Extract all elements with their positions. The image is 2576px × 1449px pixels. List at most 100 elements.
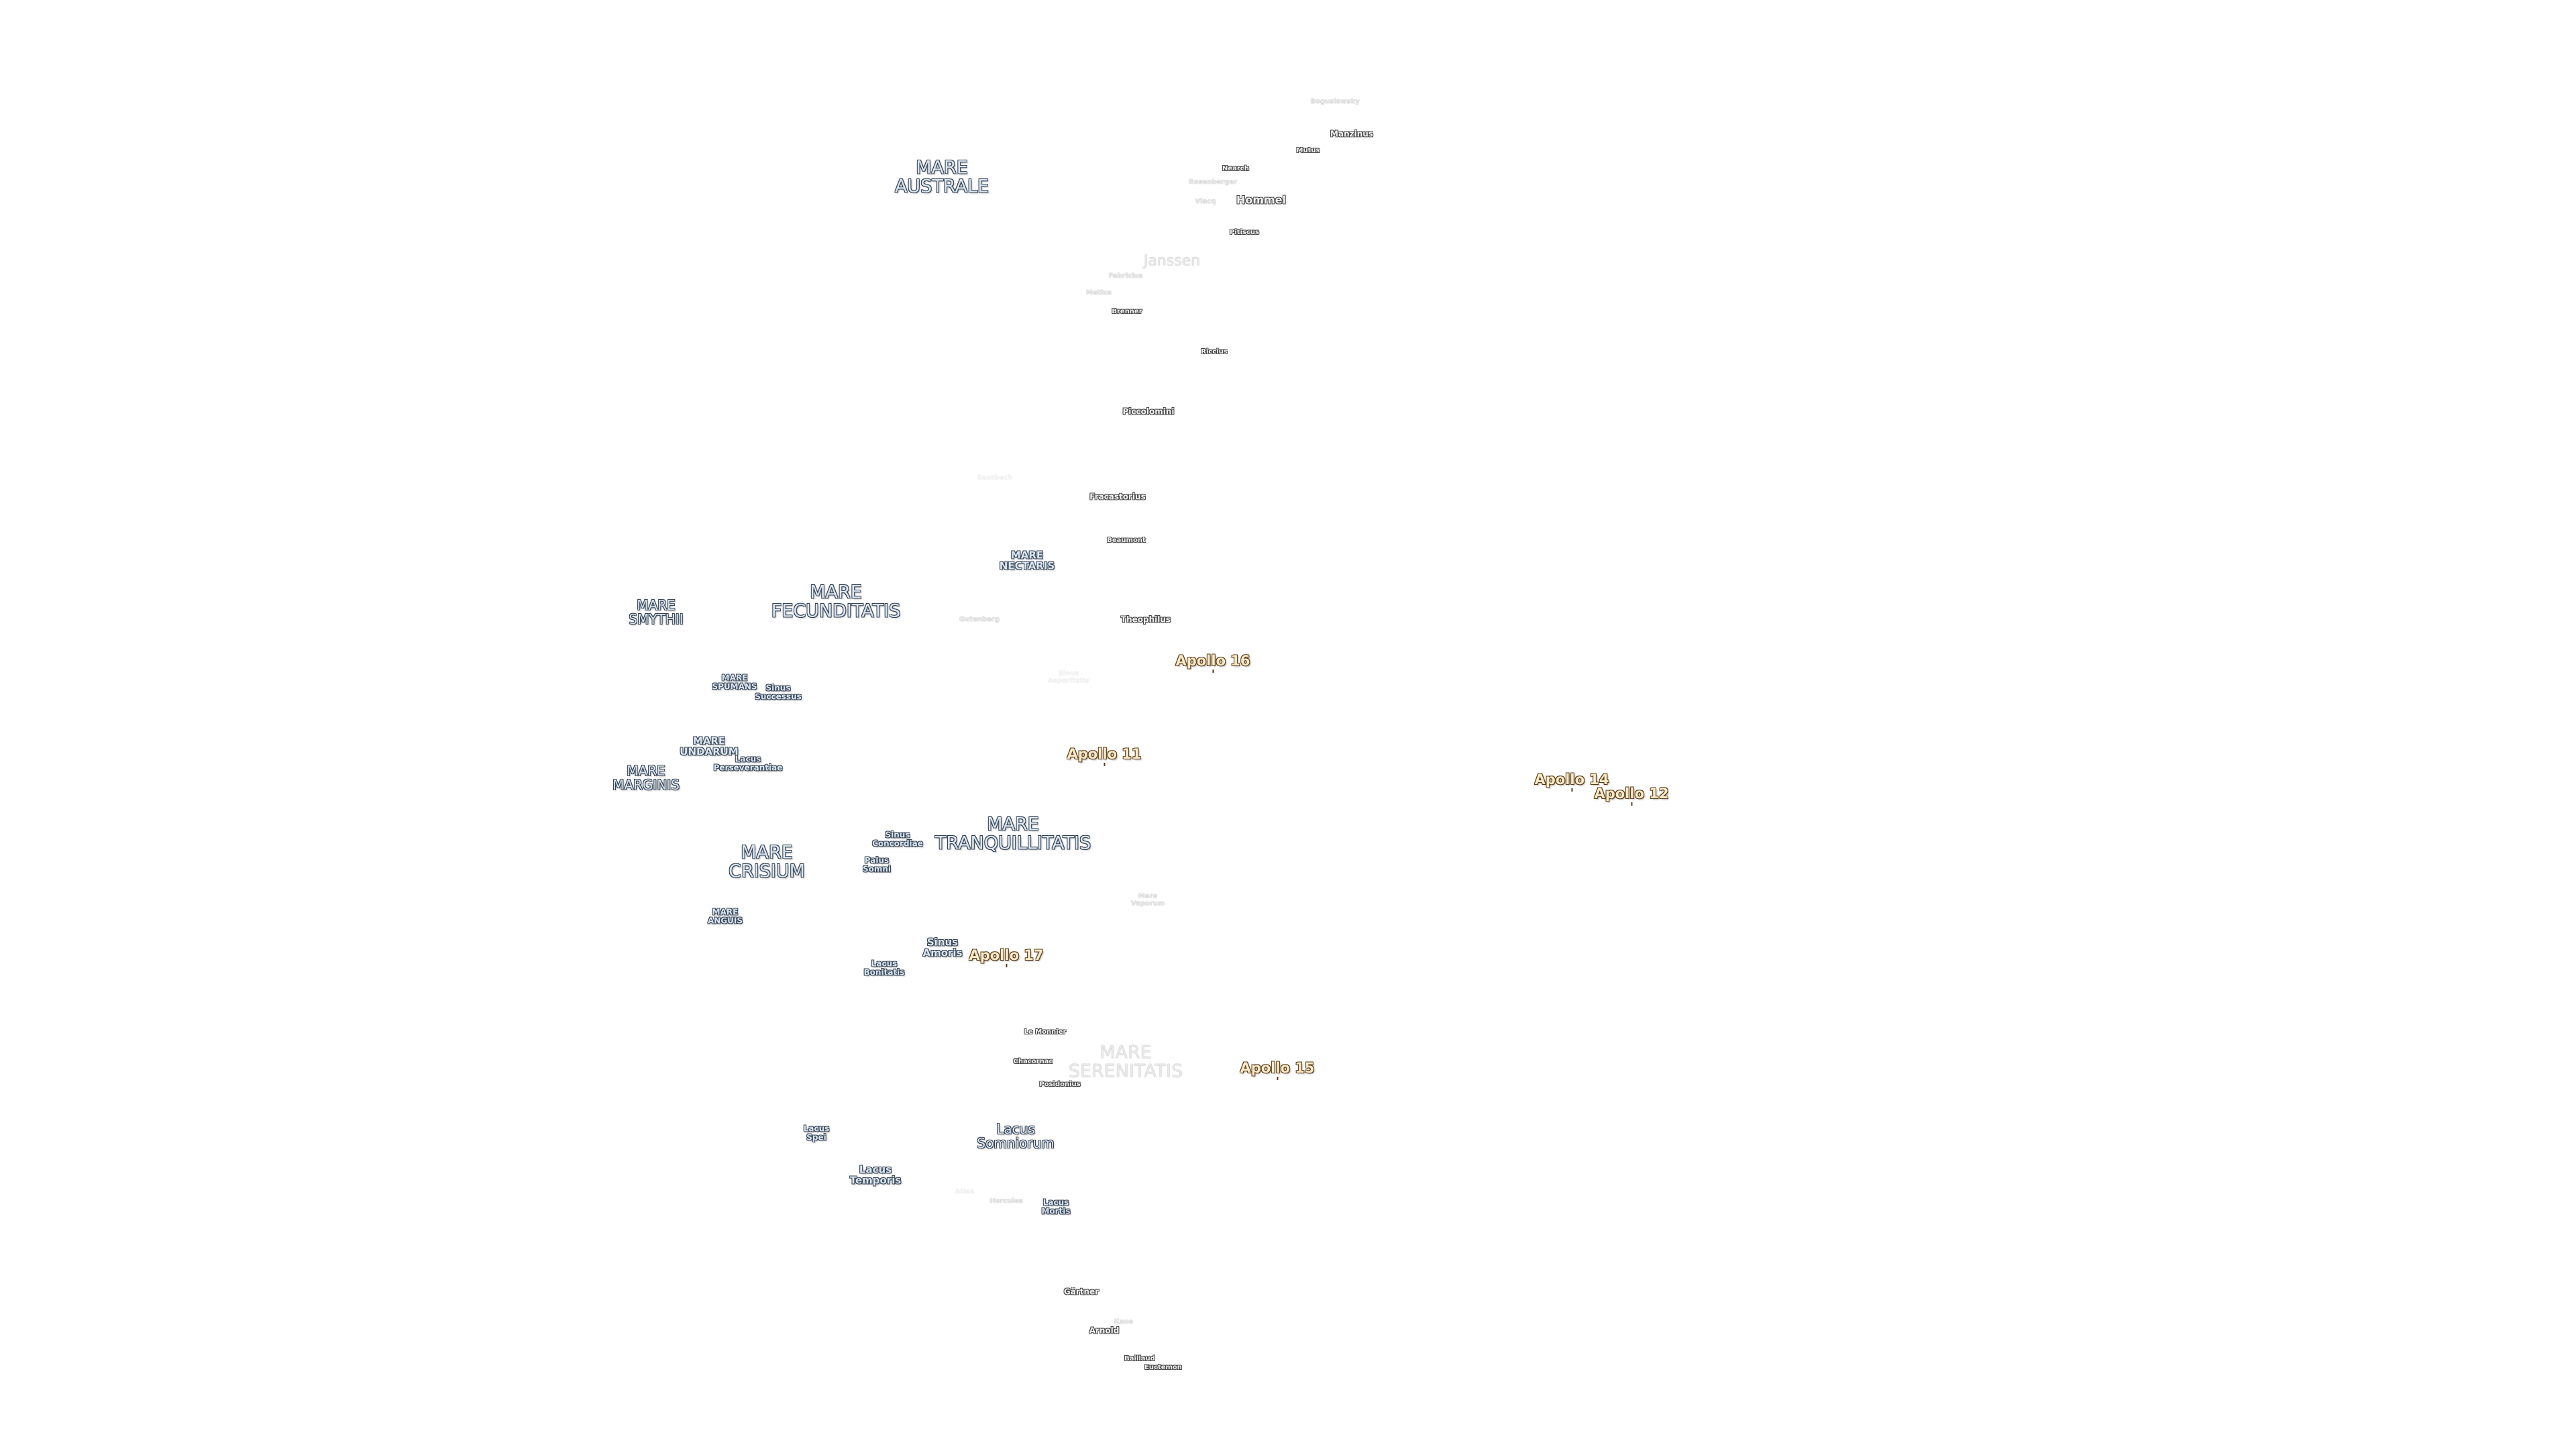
palus-somni[interactable]: Palus Somni [863,856,891,873]
crater-chacornac[interactable]: Chacornac [1013,1057,1053,1065]
crater-metius[interactable]: Metius [1085,288,1112,297]
sinus-concordiae[interactable]: Sinus Concordiae [872,830,923,847]
mare-marginis[interactable]: MARE MARGINIS [612,764,680,792]
mare-tranquillitatis[interactable]: MARE TRANQUILLITATIS [934,814,1091,854]
mare-vaporum-line1: Mare [1138,892,1158,900]
crater-fabricius[interactable]: Fabricius [1108,272,1143,280]
palus-somni-line1: Palus [864,855,890,865]
apollo-14-marker [1570,788,1572,792]
lacus-perseverantiae-line1: Lacus [735,754,761,764]
mare-crisium-line2: CRISIUM [729,861,805,882]
apollo-17-marker [1005,964,1007,968]
sinus-concordiae-line2: Concordiae [872,839,923,848]
apollo-14-site[interactable]: Apollo 14 [1534,772,1609,792]
lacus-perseverantiae[interactable]: Lacus Perseverantiae [714,755,783,771]
lacus-spei[interactable]: Lacus Spei [804,1124,830,1141]
mare-nectaris[interactable]: MARE NECTARIS [999,549,1055,572]
crater-rosenberger[interactable]: Rosenberger [1188,178,1238,186]
crater-riccius[interactable]: Riccius [1201,347,1228,356]
mare-spumans-line1: MARE [721,673,748,683]
lacus-mortis[interactable]: Lacus Mortis [1041,1198,1070,1215]
apollo-12-site[interactable]: Apollo 12 [1594,786,1669,806]
crater-mutus[interactable]: Mutus [1296,146,1320,154]
sinus-amoris[interactable]: Sinus Amoris [922,936,963,959]
crater-kane[interactable]: Kane [1114,1318,1134,1326]
apollo-17-site[interactable]: Apollo 17 [969,947,1044,968]
mare-serenitatis-line2: SERENITATIS [1068,1061,1183,1082]
mare-australe-line1: MARE [916,157,968,178]
lacus-spei-line2: Spei [806,1132,826,1142]
crater-vlacq[interactable]: Vlacq [1195,197,1216,205]
mare-spumans[interactable]: MARE SPUMANS [712,674,757,690]
apollo-15-site[interactable]: Apollo 15 [1240,1061,1315,1081]
lacus-bonitatis-line2: Bonitatis [863,967,905,977]
lacus-temporis[interactable]: Lacus Temporis [849,1163,902,1186]
mare-crisium[interactable]: MARE CRISIUM [729,842,805,882]
mare-serenitatis[interactable]: MARE SERENITATIS [1068,1043,1183,1082]
mare-tranquillitatis-line2: TRANQUILLITATIS [934,833,1091,854]
crater-boguslawsky[interactable]: Boguslawsky [1310,97,1360,105]
sinus-asperitatis-line1: Sinus [1058,669,1079,678]
crater-posidonius[interactable]: Posidonius [1039,1080,1081,1088]
crater-beaumont[interactable]: Beaumont [1107,536,1146,544]
crater-atlas[interactable]: Atlas [955,1187,975,1195]
mare-fecunditatis-line2: FECUNDITATIS [771,601,901,622]
mare-marginis-line1: MARE [627,763,665,779]
crater-baillaud[interactable]: Baillaud [1124,1354,1155,1362]
mare-anguis[interactable]: MARE ANGUIS [708,908,743,924]
lacus-temporis-line2: Temporis [849,1174,902,1186]
crater-euctemon[interactable]: Euctemon [1144,1363,1182,1371]
crater-hercules[interactable]: Hercules [989,1197,1023,1205]
mare-undarum-line1: MARE [692,735,726,747]
sinus-asperitatis-line2: Asperitatis [1048,677,1089,684]
mare-australe[interactable]: MARE AUSTRALE [894,157,989,197]
crater-piccolomini[interactable]: Piccolomini [1122,407,1175,417]
crater-santbech[interactable]: Santbech [977,474,1013,482]
crater-pitiscus[interactable]: Pitiscus [1230,228,1259,236]
crater-theophilus[interactable]: Theophilus [1120,614,1171,625]
lacus-mortis-line2: Mortis [1041,1206,1071,1216]
crater-fracastorius[interactable]: Fracastorius [1089,492,1146,502]
mare-fecunditatis[interactable]: MARE FECUNDITATIS [771,582,901,622]
mare-marginis-line2: MARGINIS [612,777,680,793]
crater-gutenberg[interactable]: Gutenberg [959,615,1000,623]
apollo-16-marker [1212,669,1214,674]
crater-manzinus[interactable]: Manzinus [1330,129,1373,139]
apollo-16-site[interactable]: Apollo 16 [1175,652,1250,674]
crater-janssen[interactable]: Janssen [1143,252,1201,270]
mare-vaporum[interactable]: Mare Vaporum [1130,892,1165,908]
lacus-bonitatis[interactable]: Lacus Bonitatis [864,959,905,976]
mare-smythii-line1: MARE [637,597,676,613]
crater-brenner[interactable]: Brenner [1112,307,1142,315]
crater-gartner[interactable]: Gärtner [1063,1287,1099,1297]
lacus-bonitatis-line1: Lacus [871,959,898,969]
sinus-successus[interactable]: Sinus Successus [755,684,802,700]
apollo-11-marker [1103,763,1105,767]
mare-vaporum-line2: Vaporum [1130,900,1165,907]
apollo-16-label: Apollo 16 [1175,652,1250,669]
mare-nectaris-line2: NECTARIS [999,559,1055,572]
lacus-spei-line1: Lacus [803,1124,830,1134]
lacus-perseverantiae-line2: Perseverantiae [713,763,783,772]
crater-hommel[interactable]: Hommel [1236,193,1287,207]
crater-nearch[interactable]: Nearch [1222,164,1249,172]
apollo-11-site[interactable]: Apollo 11 [1067,747,1142,767]
mare-smythii[interactable]: MARE SMYTHII [629,598,683,627]
mare-crisium-line1: MARE [741,842,793,863]
lacus-somniorum[interactable]: Lacus Somniorum [977,1122,1054,1150]
mare-anguis-line2: ANGUIS [707,916,743,925]
lacus-temporis-line1: Lacus [859,1163,892,1176]
mare-fecunditatis-line1: MARE [810,582,862,603]
mare-undarum[interactable]: MARE UNDARUM [680,735,738,757]
sinus-asperitatis[interactable]: Sinus Asperitatis [1048,669,1089,685]
apollo-17-label: Apollo 17 [969,947,1044,963]
lacus-mortis-line1: Lacus [1042,1197,1069,1208]
lacus-somniorum-line1: Lacus [996,1121,1035,1137]
crater-le-monnier[interactable]: Le Monnier [1024,1028,1067,1036]
mare-tranquillitatis-line1: MARE [987,814,1039,835]
sinus-amoris-line2: Amoris [922,947,963,959]
mare-australe-line2: AUSTRALE [894,176,989,197]
crater-arnold[interactable]: Arnold [1089,1326,1120,1336]
mare-anguis-line1: MARE [712,907,739,917]
